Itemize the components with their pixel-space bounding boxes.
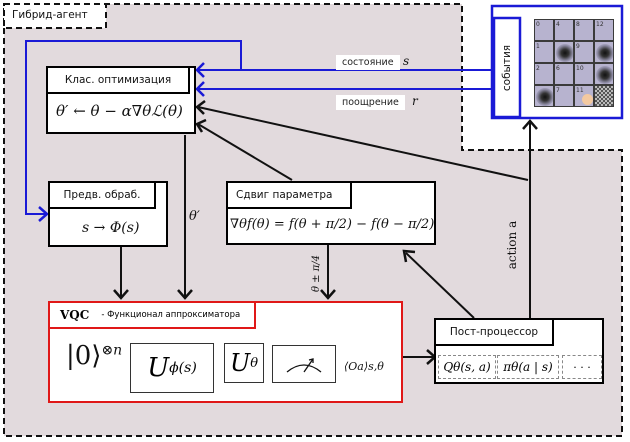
environment-label-box bbox=[492, 16, 522, 119]
grid-cell-label: 10 bbox=[576, 65, 584, 72]
meter-icon bbox=[286, 358, 322, 373]
grid-cell-label: 1 bbox=[536, 43, 540, 50]
hole-icon bbox=[596, 66, 614, 84]
postprocessor-to-paramshift-edge bbox=[405, 252, 475, 319]
policy-output: πθ(a | s) bbox=[497, 355, 559, 379]
preprocessor-formula: s → Φ(s) bbox=[82, 220, 140, 236]
optimizer-formula: θ′ ← θ − α∇θℒ(θ) bbox=[56, 102, 183, 120]
expectation-value: ⟨Oa⟩s,θ bbox=[344, 360, 384, 373]
grid-cell-label: 12 bbox=[596, 21, 604, 28]
theta-shift-label: θ ± π/4 bbox=[311, 254, 323, 292]
gridworld: 0 4 8 12 1 9 2 6 10 7 11 bbox=[534, 19, 614, 107]
state-symbol: s bbox=[403, 54, 410, 68]
param-gate-symbol: U bbox=[229, 349, 251, 377]
initial-state-ket: |0⟩ bbox=[66, 341, 102, 371]
arrowhead bbox=[195, 118, 207, 133]
preprocessor-arrowhead bbox=[38, 206, 49, 222]
arrowhead bbox=[522, 119, 538, 130]
hole-icon bbox=[536, 88, 554, 106]
initial-state: |0⟩⊗n bbox=[66, 341, 122, 371]
postprocessor-title: Пост-процессор bbox=[434, 318, 554, 346]
grid-cell: 12 bbox=[594, 19, 614, 41]
environment-label-wrap: события bbox=[494, 18, 520, 117]
goal-cell bbox=[594, 85, 614, 107]
grid-cell: 7 bbox=[554, 85, 574, 107]
arrowhead bbox=[402, 249, 416, 263]
grid-cell: 10 bbox=[574, 63, 594, 85]
param-shift-formula: ∇θf(θ) = f(θ + π/2) − f(θ − π/2) bbox=[230, 217, 435, 232]
tensor-power: ⊗n bbox=[101, 342, 123, 359]
grid-cell bbox=[594, 63, 614, 85]
theta-shift-label-wrap: θ ± π/4 bbox=[302, 254, 332, 291]
grid-cell: 11 bbox=[574, 85, 594, 107]
reward-symbol: r bbox=[412, 94, 418, 108]
preprocessor-title: Предв. обраб. bbox=[48, 181, 156, 209]
encoding-gate-symbol: U bbox=[147, 353, 170, 383]
hole-icon bbox=[596, 44, 614, 62]
q-value-output: Qθ(s, a) bbox=[438, 355, 496, 379]
state-to-preprocessor-edge bbox=[25, 40, 242, 215]
theta-prime-label: θ′ bbox=[189, 209, 200, 224]
action-label: action a bbox=[505, 220, 519, 270]
arrowhead bbox=[195, 100, 206, 115]
reward-label: поощрение bbox=[336, 95, 405, 110]
grid-cell bbox=[594, 41, 614, 63]
arrowhead bbox=[320, 289, 336, 300]
measurement-gate bbox=[272, 345, 336, 383]
grid-cell bbox=[534, 85, 554, 107]
more-outputs: · · · bbox=[562, 355, 602, 379]
grid-cell: 2 bbox=[534, 63, 554, 85]
arrowhead bbox=[177, 289, 193, 300]
grid-cell: 0 bbox=[534, 19, 554, 41]
param-shift-title-text: Сдвиг параметра bbox=[236, 189, 333, 201]
grid-cell-label: 11 bbox=[576, 87, 584, 94]
environment-label: события bbox=[501, 44, 514, 91]
agent-title-frame bbox=[3, 3, 107, 29]
encoding-gate-sub: ϕ(s) bbox=[169, 360, 197, 376]
action-label-wrap: action a bbox=[500, 210, 524, 280]
grid-cell-label: 0 bbox=[536, 21, 540, 28]
param-shift-title: Сдвиг параметра bbox=[226, 181, 352, 209]
state-label: состояние bbox=[336, 55, 400, 70]
reward-arrowhead bbox=[195, 81, 205, 97]
arrowhead bbox=[113, 289, 129, 300]
grid-cell bbox=[554, 41, 574, 63]
vqc-title-bold: VQC bbox=[60, 308, 90, 322]
grid-cell: 4 bbox=[554, 19, 574, 41]
grid-cell: 8 bbox=[574, 19, 594, 41]
agent-icon bbox=[582, 94, 593, 105]
preprocessor-title-text: Предв. обраб. bbox=[63, 189, 141, 201]
vqc-title: VQC - Функционал аппроксиматора bbox=[48, 301, 256, 329]
grid-cell-label: 2 bbox=[536, 65, 540, 72]
grid-cell: 1 bbox=[534, 41, 554, 63]
grid-cell-label: 9 bbox=[576, 43, 580, 50]
grid-cell-label: 7 bbox=[556, 87, 560, 94]
grid-cell-label: 4 bbox=[556, 21, 560, 28]
paramshift-to-optimizer-edge bbox=[197, 123, 293, 181]
param-gate-sub: θ bbox=[250, 355, 259, 371]
hole-icon bbox=[556, 44, 574, 62]
grid-cell-label: 6 bbox=[556, 65, 560, 72]
optimizer-title: Клас. оптимизация bbox=[46, 66, 190, 94]
grid-cell: 6 bbox=[554, 63, 574, 85]
grid-cell-label: 8 bbox=[576, 21, 580, 28]
postprocessor-title-text: Пост-процессор bbox=[449, 326, 539, 338]
optimizer-title-text: Клас. оптимизация bbox=[64, 74, 172, 86]
agent-title: Гибрид-агент bbox=[12, 9, 88, 21]
grid-cell: 9 bbox=[574, 41, 594, 63]
vqc-title-rest: - Функционал аппроксиматора bbox=[101, 310, 241, 320]
postprocessor-to-optimizer-edge bbox=[197, 106, 529, 181]
state-arrowhead bbox=[195, 62, 205, 78]
